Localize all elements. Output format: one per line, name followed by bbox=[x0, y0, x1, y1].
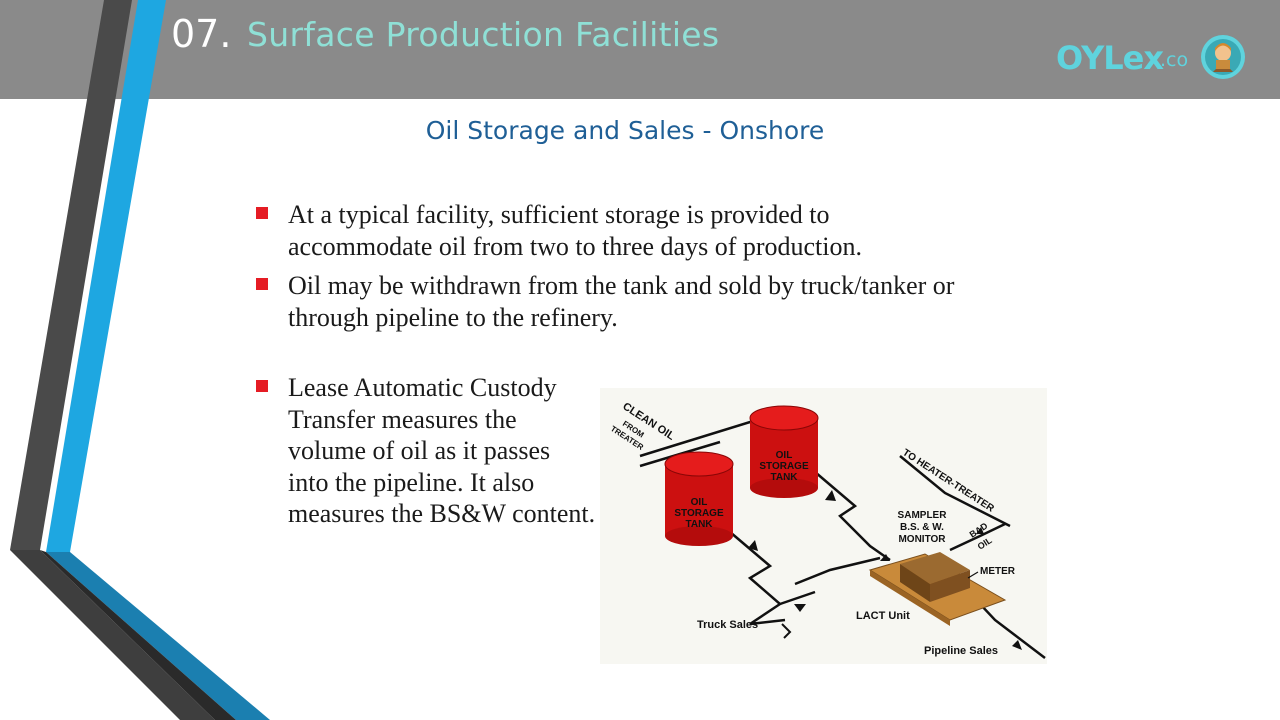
tank-label: STORAGE bbox=[759, 461, 809, 472]
bullet-text: Oil may be withdrawn from the tank and s… bbox=[288, 271, 955, 332]
bullet-text: At a typical facility, sufficient storag… bbox=[288, 200, 863, 261]
tank-label: TANK bbox=[770, 472, 798, 483]
sampler-label: SAMPLER bbox=[898, 510, 948, 521]
brand-logo: OYLex .co bbox=[1056, 34, 1256, 80]
bullet-marker-icon bbox=[256, 380, 268, 392]
tank-label: OIL bbox=[691, 497, 708, 508]
sampler-label: B.S. & W. bbox=[900, 522, 944, 533]
pipeline-sales-label: Pipeline Sales bbox=[924, 645, 998, 657]
slide-number: 07. bbox=[171, 12, 232, 56]
sampler-label: MONITOR bbox=[898, 534, 946, 545]
lact-diagram: CLEAN OIL FROM TREATER OIL STORAGE TANK … bbox=[600, 388, 1047, 664]
slide-title: Surface Production Facilities bbox=[247, 15, 720, 54]
tank-label: TANK bbox=[685, 519, 713, 530]
header-bar bbox=[0, 0, 1280, 99]
bullet-marker-icon bbox=[256, 207, 268, 219]
avatar-icon bbox=[1201, 35, 1245, 79]
bullet-marker-icon bbox=[256, 278, 268, 290]
logo-text: OYLex bbox=[1056, 39, 1164, 77]
tank-label: STORAGE bbox=[674, 508, 724, 519]
tank-label: OIL bbox=[776, 450, 793, 461]
logo-domain: .co bbox=[1160, 49, 1189, 71]
truck-sales-label: Truck Sales bbox=[697, 619, 758, 631]
bullet-text: Lease Automatic Custody Transfer measure… bbox=[288, 373, 596, 528]
lact-unit-label: LACT Unit bbox=[856, 610, 910, 622]
meter-label: METER bbox=[980, 566, 1016, 577]
section-subheading: Oil Storage and Sales - Onshore bbox=[425, 116, 825, 145]
